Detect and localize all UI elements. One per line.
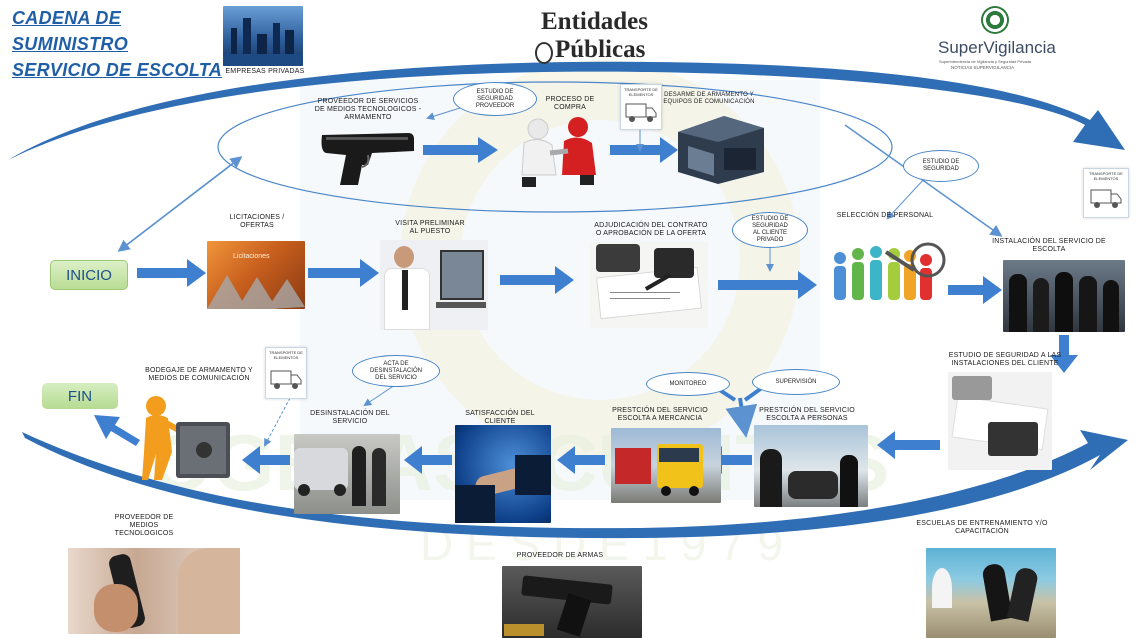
proveedor-armas-label: PROVEEDOR DE ARMAS — [516, 552, 604, 559]
desinstalacion-label: DESINSTALACIÓN DEL SERVICIO — [310, 410, 390, 425]
transporte-card-1: TRANSPORTE DE ELEMENTOS — [620, 84, 662, 130]
empresas-privadas-label: EMPRESAS PRIVADAS — [225, 68, 305, 75]
suppliers-oval — [217, 81, 893, 213]
estudio-instalaciones-label: ESTUDIO DE SEGURIDAD A LAS INSTALACIONES… — [948, 352, 1062, 367]
arrow-licitaciones-to-visita — [308, 259, 379, 287]
bodegaje-figure-safe-image — [142, 396, 230, 480]
arrow-pistol-to-compra — [423, 137, 498, 163]
truck-icon — [1090, 189, 1122, 208]
prestacion-mercancia-label: PRESTCIÓN DEL SERVICIO ESCOLTA A MERCANC… — [612, 407, 708, 422]
bodegaje-label: BODEGAJE DE ARMAMENTO Y MEDIOS DE COMUNI… — [145, 367, 253, 382]
prestacion-personas-image — [754, 425, 868, 507]
licitaciones-image: Licitaciones — [207, 241, 305, 309]
instalacion-label: INSTALACIÓN DEL SERVICIO DE ESCOLTA — [992, 238, 1106, 253]
supervigilancia-name: SuperVigilancia — [938, 38, 1056, 57]
arrow-compra-to-desarme — [610, 137, 678, 163]
supervigilancia-logo: SuperVigilancia Superintendencia de Vigi… — [935, 6, 1060, 76]
proveedor-medios-image — [68, 548, 240, 634]
arrow-satisfaccion-to-desinstalacion — [404, 446, 452, 474]
empresas-privadas-image — [223, 6, 303, 66]
prestacion-mercancia-image — [611, 428, 721, 503]
bubble-monitoreo: MONITOREO — [646, 372, 730, 396]
escuelas-label: ESCUELAS DE ENTRENAMIENTO Y/O CAPACITACI… — [916, 520, 1048, 535]
seleccion-image — [834, 242, 946, 300]
supervigilancia-sub1: Superintendencia de Vigilancia y Segurid… — [939, 59, 1031, 64]
truck-icon — [270, 370, 302, 389]
prestacion-personas-label: PRESTCIÓN DEL SERVICIO ESCOLTA A PERSONA… — [759, 407, 855, 422]
arrow-bodegaje-to-fin — [94, 415, 140, 446]
arrow-seleccion-to-instalacion — [948, 276, 1002, 304]
arrow-estudio-to-personas — [877, 431, 940, 459]
truck-icon — [625, 103, 657, 122]
satisfaccion-image — [455, 425, 551, 523]
estudio-instalaciones-image — [948, 372, 1052, 470]
title-line-3: SERVICIO DE ESCOLTA — [12, 60, 223, 80]
top-cycle-arc — [8, 61, 1125, 160]
bubble-estudio-seguridad: ESTUDIO DE SEGURIDAD — [903, 150, 979, 182]
inicio-badge: INICIO — [50, 260, 128, 290]
entidades-line-1: Entidades — [541, 8, 648, 35]
arrow-desinstalacion-to-bodegaje — [242, 446, 290, 474]
bubble-acta: ACTA DE DESINSTALACIÓN DEL SERVICIO — [352, 355, 440, 387]
pistol-image — [321, 133, 414, 185]
adjudicacion-label: ADJUDICACIÓN DEL CONTRATO O APROBACIÓN D… — [594, 222, 708, 237]
bubble-estudio-cliente: ESTUDIO DE SEGURIDAD AL CLIENTE PRIVADO — [732, 212, 808, 248]
bubble-supervision: SUPERVISIÓN — [752, 369, 840, 395]
title-line-2: SUMINISTRO — [12, 34, 129, 54]
desarme-label: DESARME DE ARMAMENTO Y EQUIPOS DE COMUNI… — [663, 92, 755, 105]
arrow-mercancia-to-satisfaccion — [557, 446, 605, 474]
desinstalacion-image — [294, 434, 400, 514]
fin-badge: FIN — [42, 383, 118, 409]
proceso-compra-label: PROCESO DE COMPRA — [545, 96, 595, 111]
transporte-card-2: TRANSPORTE DE ELEMENTOS — [1083, 168, 1129, 218]
safe-weapons-image — [678, 116, 764, 184]
proveedor-servicios-label: PROVEEDOR DE SERVICIOS DE MEDIOS TECNOLO… — [314, 98, 422, 121]
arrow-adjudicacion-to-seleccion — [718, 271, 817, 299]
entidades-line-2: Públicas — [555, 36, 646, 63]
eye-icon — [981, 6, 1009, 34]
instalacion-image — [1003, 260, 1125, 332]
entidades-publicas-logo: Entidades Públicas — [533, 8, 648, 66]
visita-label: VISITA PRELIMINAR AL PUESTO — [395, 220, 465, 235]
visita-image — [380, 240, 488, 330]
title-line-1: CADENA DE — [12, 8, 122, 28]
arrow-instalacion-down — [1050, 335, 1078, 373]
supervigilancia-sub2: NOTICIAS SUPERVIGILANCIA — [951, 65, 1015, 70]
escuelas-image — [926, 548, 1056, 638]
seleccion-label: SELECCIÓN DE PERSONAL — [836, 212, 934, 219]
licitaciones-caption: Licitaciones — [233, 253, 270, 260]
licitaciones-label: LICITACIONES / OFERTAS — [229, 214, 285, 229]
proveedor-armas-image — [502, 566, 642, 638]
handshake-figures-image — [521, 117, 596, 187]
transporte-card-3: TRANSPORTE DE ELEMENTOS — [265, 347, 307, 399]
adjudicacion-image — [590, 242, 708, 328]
bubble-estudio-proveedor: ESTUDIO DE SEGURIDAD PROVEEDOR — [453, 82, 537, 116]
globe-icon — [535, 42, 553, 64]
proveedor-medios-label: PROVEEDOR DE MEDIOS TECNOLOGICOS — [114, 514, 174, 537]
satisfaccion-label: SATISFACCIÓN DEL CLIENTE — [465, 410, 535, 425]
arrow-visita-to-adjudicacion — [500, 266, 574, 294]
arrow-inicio-to-licitaciones — [137, 259, 206, 287]
